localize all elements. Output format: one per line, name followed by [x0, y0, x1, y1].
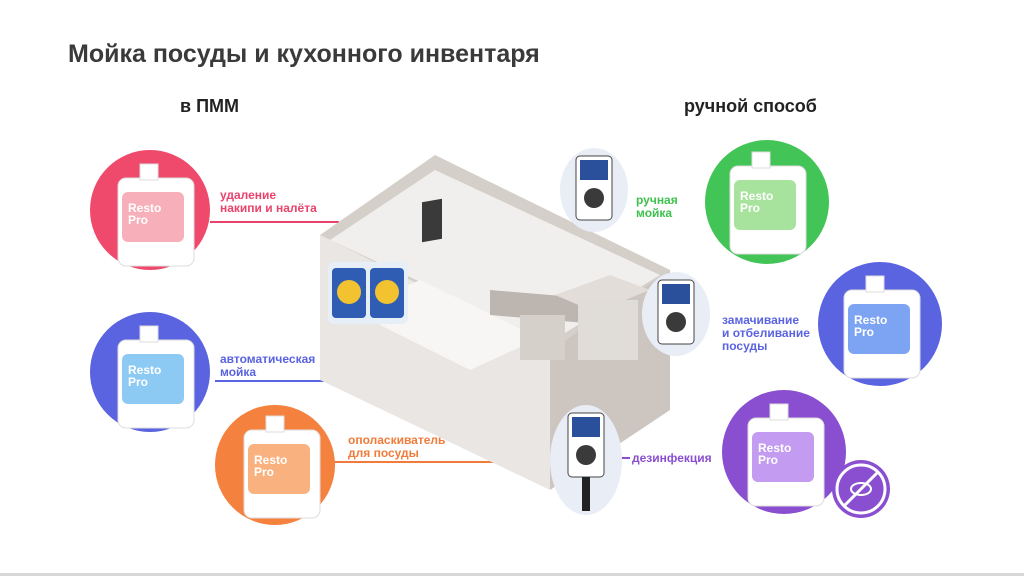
brand-line2: Pro: [128, 375, 149, 389]
brand-line1: Resto: [740, 189, 774, 203]
section-title-machine: в ПММ: [180, 96, 239, 116]
brand-line1: Resto: [254, 453, 288, 467]
brand-line2: Pro: [758, 453, 779, 467]
dispenser-disinfect: [550, 405, 622, 515]
label-disinfect: дезинфекция: [632, 451, 712, 465]
brand-line2: Pro: [740, 201, 761, 215]
brand-line2: Pro: [254, 465, 275, 479]
bottom-divider: [0, 573, 1024, 576]
brand-line1: Resto: [758, 441, 792, 455]
page-title: Мойка посуды и кухонного инвентаря: [68, 40, 540, 68]
dispenser-manual: [560, 148, 628, 232]
brand-line2: Pro: [128, 213, 149, 227]
dispenser-soak: [642, 272, 710, 356]
brand-line1: Resto: [128, 201, 162, 215]
brand-line2: Pro: [854, 325, 875, 339]
bacteria-crossed-icon: [832, 460, 890, 518]
brand-line1: Resto: [854, 313, 888, 327]
section-title-manual: ручной способ: [684, 96, 817, 116]
dosing-pump-double: [328, 262, 408, 324]
brand-line1: Resto: [128, 363, 162, 377]
